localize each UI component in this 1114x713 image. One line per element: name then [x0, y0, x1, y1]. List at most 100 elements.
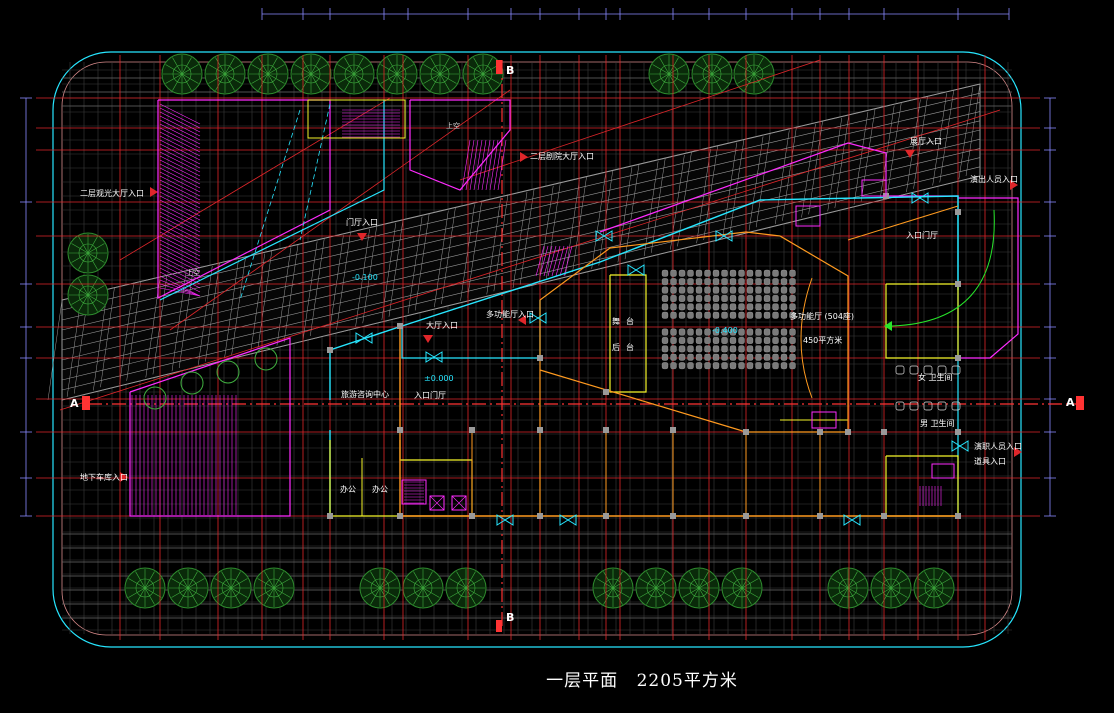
section-mark-a-right: A: [1066, 396, 1075, 409]
label-artist-entry: 演出人员入口: [970, 175, 1018, 184]
label-elevation-hall: -0.400: [712, 326, 738, 335]
lift: [429, 495, 445, 511]
section-arrow-a-left: [82, 396, 90, 410]
column: [817, 429, 823, 435]
label-info-center: 旅游咨询中心: [341, 390, 389, 399]
column: [881, 513, 887, 519]
stair: [401, 479, 427, 505]
label-lobby: 入口门厅: [414, 391, 446, 400]
entry-doors: [355, 192, 969, 526]
label-stage-side-3: 后: [612, 343, 620, 352]
wc-fixture: [909, 365, 919, 375]
wc-fixture: [909, 401, 919, 411]
wc-fixture: [951, 365, 961, 375]
stairs-and-lifts: [342, 109, 955, 511]
stair: [861, 179, 887, 197]
wc-fixture: [895, 365, 905, 375]
door: [529, 312, 539, 324]
stage-edge: [800, 277, 813, 399]
wc-fixture: [923, 401, 933, 411]
entry-arrow: [1014, 447, 1022, 457]
planter: [216, 360, 240, 384]
wc-fixture: [895, 401, 905, 411]
door: [843, 514, 853, 526]
label-women-wc: 女 卫生间: [918, 373, 953, 382]
label-stage-side-1: 舞: [612, 317, 620, 326]
section-cut-lines: [82, 60, 1084, 632]
dimension-lines: [20, 8, 1056, 517]
label-second-floor-ramp-entry: 二层观光大厅入口: [80, 189, 144, 198]
wc-fixture: [937, 401, 947, 411]
column: [955, 513, 961, 519]
label-staff-entry: 演职人员入口: [974, 442, 1022, 451]
column: [469, 513, 475, 519]
door: [627, 264, 637, 276]
planter: [143, 386, 167, 410]
section-mark-a-left: A: [70, 397, 79, 410]
label-men-wc: 男 卫生间: [920, 419, 955, 428]
column: [397, 513, 403, 519]
column: [743, 513, 749, 519]
column: [537, 355, 543, 361]
column: [537, 513, 543, 519]
stair: [795, 205, 821, 227]
entry-arrow: [520, 152, 528, 162]
label-elevation-low: -0.100: [352, 273, 378, 282]
door: [559, 514, 569, 526]
label-multi-hall-entry: 多功能厅入口: [486, 310, 534, 319]
column: [469, 427, 475, 433]
door: [595, 230, 605, 242]
label-stage-side-4: 台: [626, 343, 634, 352]
label-office-entry: 大厅入口: [426, 321, 458, 330]
wc-fixture: [923, 365, 933, 375]
column: [881, 429, 887, 435]
column: [603, 513, 609, 519]
section-mark-b-bottom: B: [506, 611, 515, 624]
column: [397, 323, 403, 329]
label-stage-side-2: 台: [626, 317, 634, 326]
label-multi-hall: 多功能厅 (504座): [790, 312, 855, 321]
column: [327, 347, 333, 353]
label-second-floor-theatre-entry: 二层剧院大厅入口: [530, 152, 594, 161]
column: [817, 513, 823, 519]
entry-arrow: [423, 335, 433, 343]
section-arrow-b-bottom: [496, 620, 502, 632]
tree-rows: [67, 53, 955, 609]
column: [670, 427, 676, 433]
auditorium-seating: [661, 269, 813, 399]
door: [951, 440, 961, 452]
column: [327, 513, 333, 519]
door: [425, 351, 435, 363]
column: [397, 427, 403, 433]
column: [603, 427, 609, 433]
column: [955, 429, 961, 435]
label-hall-area: 450平方米: [803, 336, 843, 345]
plaza-features: [143, 347, 278, 410]
entry-arrow: [150, 187, 158, 197]
lift: [451, 495, 467, 511]
label-office-2: 办公: [372, 485, 388, 494]
wc-fixture: [937, 365, 947, 375]
ramp-band: [61, 83, 981, 401]
label-prop-entry: 道具入口: [974, 457, 1006, 466]
entry-arrow: [518, 315, 526, 325]
label-void-1: 上空: [446, 122, 460, 130]
entry-arrow: [120, 472, 128, 482]
planter: [180, 371, 204, 395]
entry-arrow: [905, 150, 915, 158]
column: [537, 427, 543, 433]
service-route: [891, 209, 995, 327]
door: [911, 192, 921, 204]
section-mark-b-top: B: [506, 64, 515, 77]
service-arrow: [884, 321, 892, 331]
planter: [254, 347, 278, 371]
wc-fixture: [951, 401, 961, 411]
column: [743, 429, 749, 435]
plan-caption-area: 2205平方米: [636, 671, 738, 691]
column: [955, 209, 961, 215]
door: [715, 230, 725, 242]
door: [496, 514, 506, 526]
diagonal-ramp: [47, 83, 981, 401]
column: [955, 281, 961, 287]
